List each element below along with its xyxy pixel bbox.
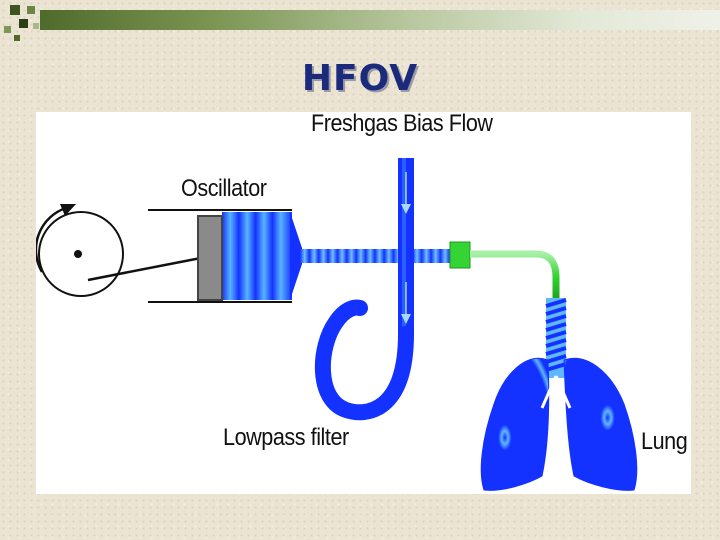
connecting-rod — [87, 255, 207, 282]
deco-square — [27, 6, 35, 14]
green-tube — [470, 250, 560, 298]
piston — [197, 215, 223, 301]
lung-label: Lung — [641, 428, 688, 455]
deco-square — [19, 19, 28, 28]
oscillator-label: Oscillator — [181, 175, 267, 202]
green-connector — [449, 241, 471, 269]
rotation-arrow-icon — [36, 204, 76, 273]
lowpass-filter-label: Lowpass filter — [223, 424, 349, 451]
bias-flow-label: Freshgas Bias Flow — [311, 110, 493, 137]
bias-flow-tube — [398, 158, 414, 334]
rotating-wheel — [38, 211, 124, 297]
oscillator-cylinder — [148, 209, 302, 303]
down-arrow-icon — [401, 172, 411, 214]
deco-square — [4, 26, 11, 33]
deco-square — [33, 23, 39, 29]
trachea — [545, 298, 567, 378]
deco-square — [10, 5, 20, 15]
lung-left — [480, 357, 550, 491]
lung-right — [563, 357, 638, 491]
header-gradient-band — [40, 10, 720, 30]
header-decoration — [4, 5, 39, 41]
main-tube — [300, 249, 456, 263]
lowpass-filter-loop — [314, 299, 414, 421]
deco-square — [14, 35, 20, 41]
hfov-diagram: Freshgas Bias Flow Oscillator Lowpass fi… — [36, 110, 691, 494]
bronchi — [540, 375, 572, 409]
down-arrow-icon — [401, 282, 411, 324]
slide-title: HFOV — [301, 58, 419, 99]
